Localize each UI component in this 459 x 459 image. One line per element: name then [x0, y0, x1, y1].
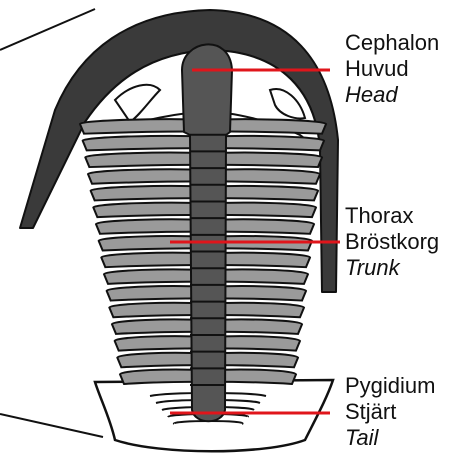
label-trunk-swedish: Bröstkorg	[345, 229, 439, 255]
label-trunk: Thorax Bröstkorg Trunk	[345, 203, 439, 281]
label-head-latin: Cephalon	[345, 30, 439, 56]
label-trunk-english: Trunk	[345, 255, 439, 281]
label-tail-english: Tail	[345, 425, 435, 451]
label-head-swedish: Huvud	[345, 56, 439, 82]
page-edge-line-top	[0, 9, 95, 50]
label-trunk-latin: Thorax	[345, 203, 439, 229]
label-head: Cephalon Huvud Head	[345, 30, 439, 108]
label-head-english: Head	[345, 82, 439, 108]
label-tail-swedish: Stjärt	[345, 399, 435, 425]
label-tail: Pygidium Stjärt Tail	[345, 373, 435, 451]
page-edge-line-bottom	[0, 414, 103, 437]
label-tail-latin: Pygidium	[345, 373, 435, 399]
